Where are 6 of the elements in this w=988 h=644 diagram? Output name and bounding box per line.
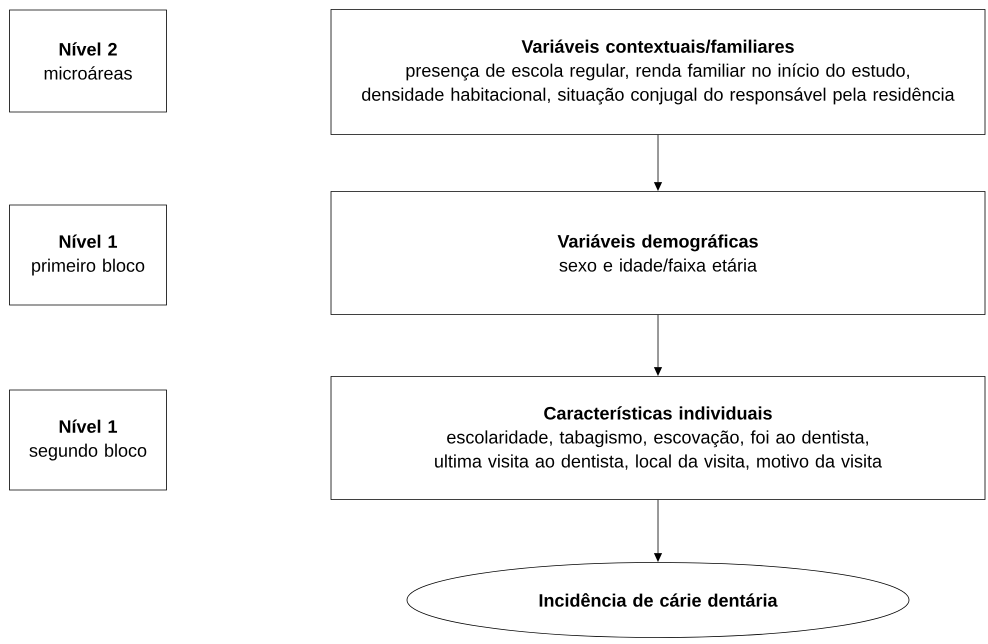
level-box: Nível 1 segundo bloco: [9, 390, 167, 490]
variable-box: Características individuais escolaridade, tabagismo, escovação, foi ao dentista, ultima visita ao dentista, local da visita, motivo da visita: [330, 376, 986, 500]
level-box: Nível 1 primeiro bloco: [9, 204, 167, 306]
variable-box: Variáveis contextuais/familiares presença de escola regular, renda familiar no início do estudo, densidade habitacional, situação conjugal do responsável pela residência: [330, 9, 986, 135]
level-box: Nível 2 microáreas: [9, 10, 167, 112]
variable-box: Variáveis demográficas sexo e idade/faixa etária: [330, 191, 986, 315]
